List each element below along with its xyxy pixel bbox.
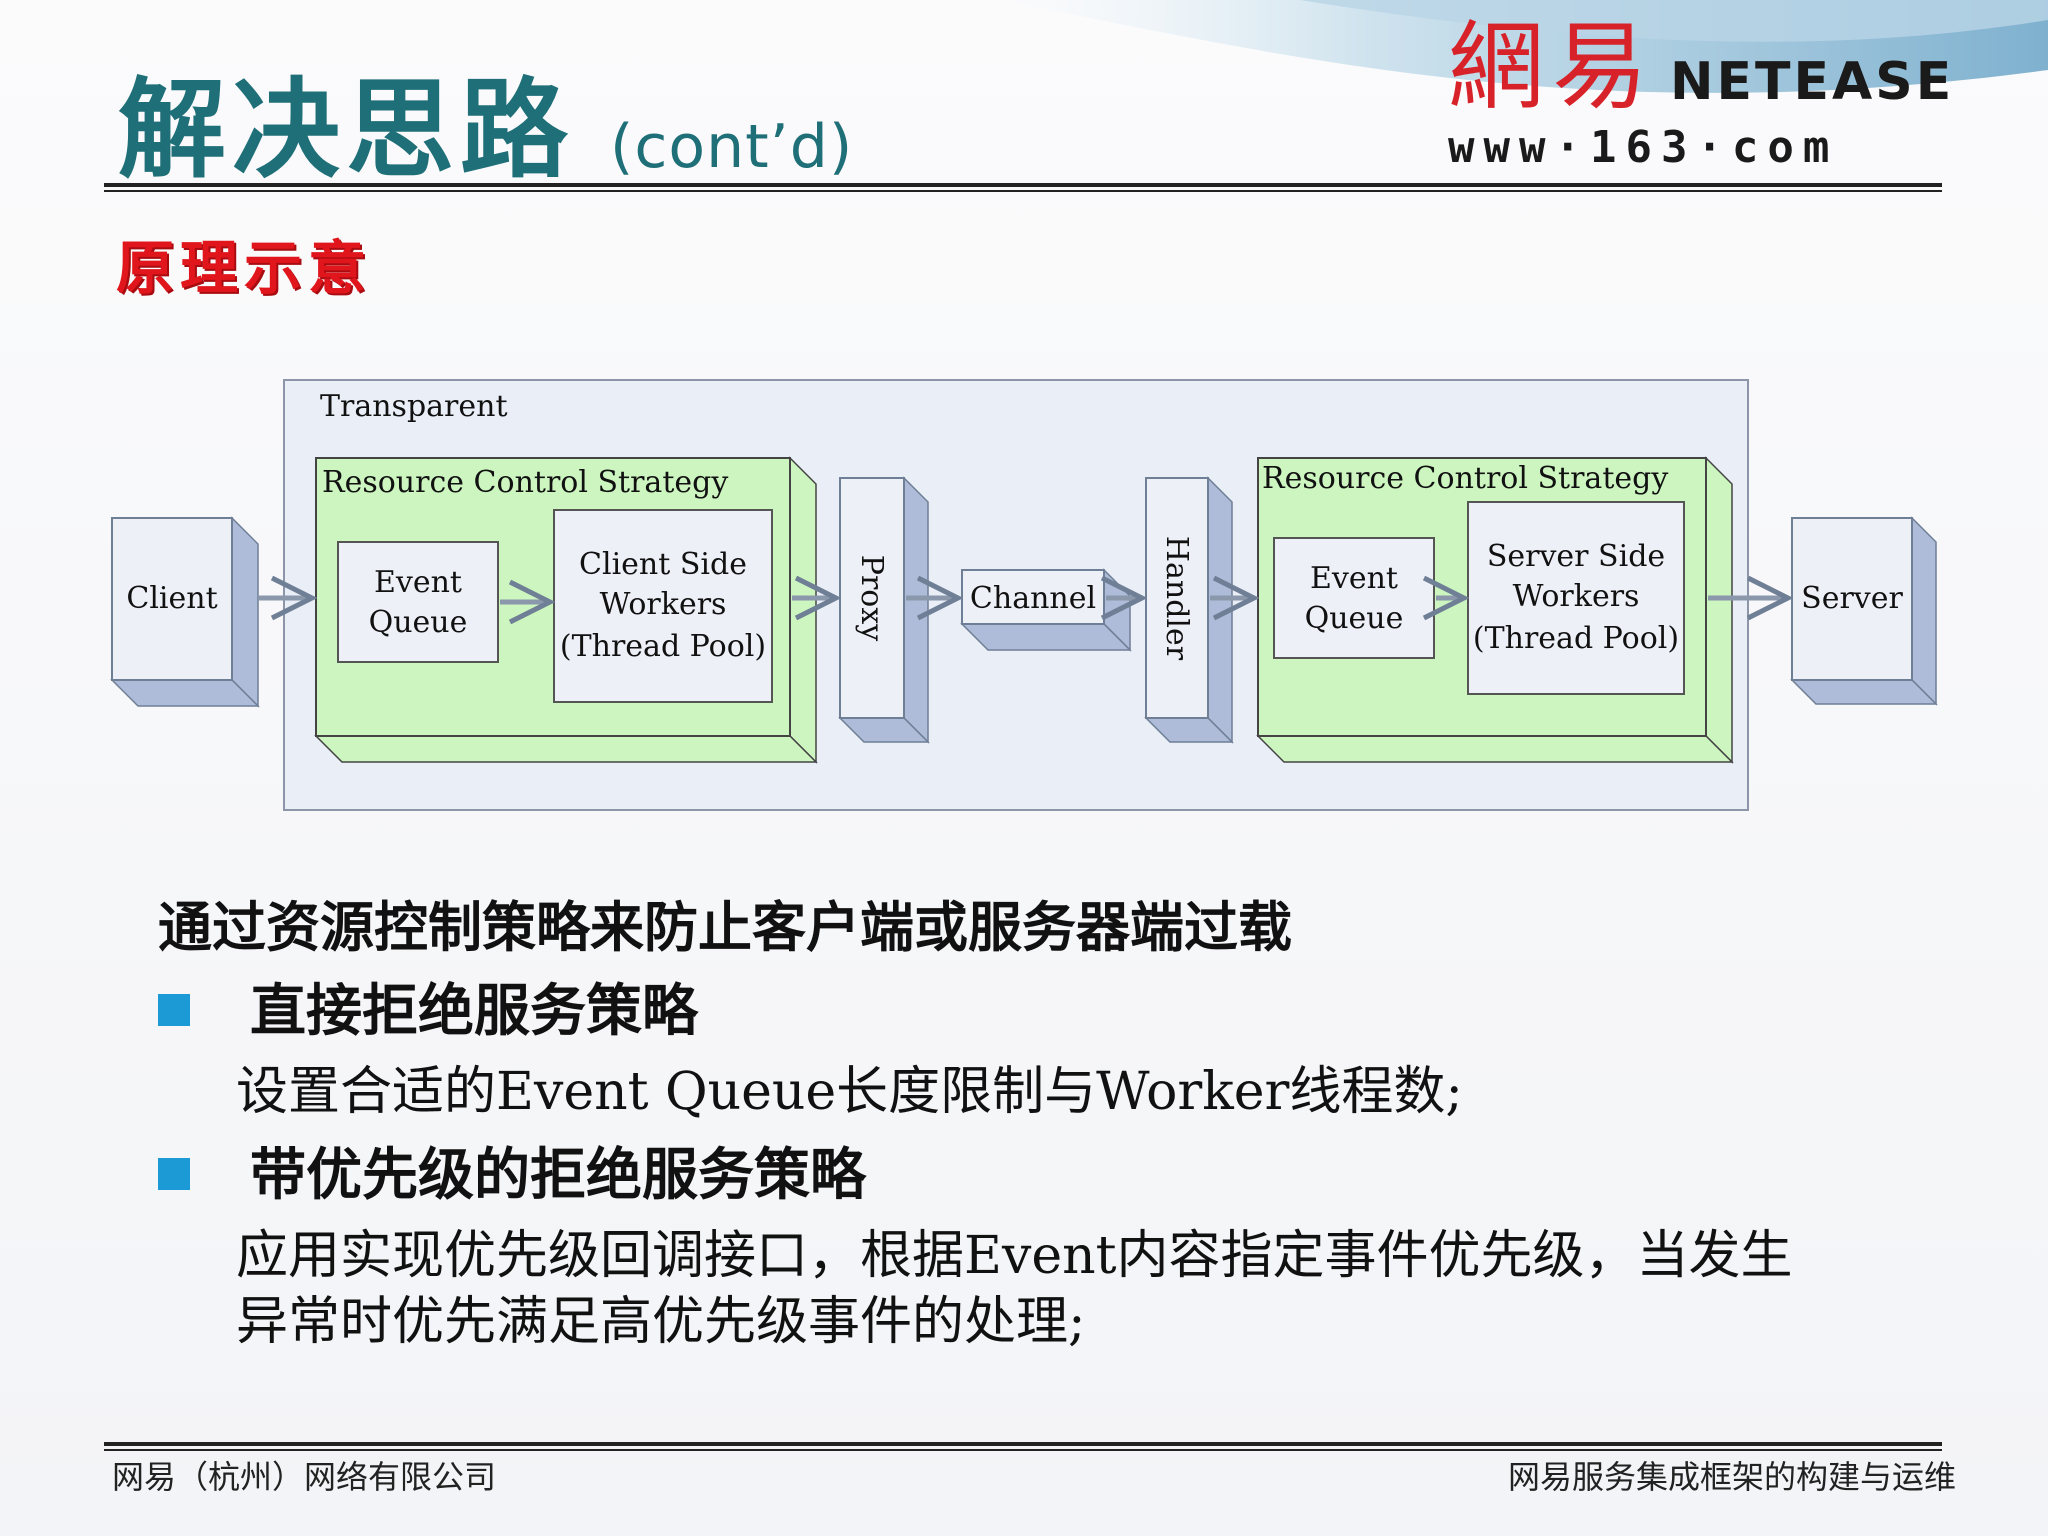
left-queue-line1: Event <box>374 565 462 600</box>
server-workers-line3: (Thread Pool) <box>1473 621 1679 656</box>
footer-topic: 网易服务集成框架的构建与运维 <box>1507 1458 1956 1496</box>
handler-box: Handler <box>1144 476 1234 744</box>
server-workers-line2: Workers <box>1513 579 1640 614</box>
bullet-2-detail-line1: 应用实现优先级回调接口，根据Event内容指定事件优先级，当发生 <box>236 1226 1793 1286</box>
server-label: Server <box>1801 581 1903 616</box>
bullet-square-icon <box>158 1158 190 1190</box>
header-swoosh-decoration <box>1000 0 2048 93</box>
body-lead: 通过资源控制策略来防止客户端或服务器端过载 <box>158 895 1292 959</box>
proxy-label: Proxy <box>854 555 889 642</box>
bullet-2-heading: 带优先级的拒绝服务策略 <box>250 1142 866 1208</box>
server-workers-line1: Server Side <box>1487 539 1665 574</box>
right-event-queue-box: Event Queue <box>1273 537 1435 659</box>
client-label: Client <box>126 581 217 616</box>
transparent-label: Transparent <box>320 389 508 424</box>
right-queue-line1: Event <box>1310 561 1398 596</box>
netease-logo-chinese: 網易 <box>1448 11 1656 123</box>
bullet-1: 直接拒绝服务策略 <box>158 976 698 1046</box>
footer-rule-thin <box>104 1449 1942 1451</box>
left-rcs-label: Resource Control Strategy <box>322 465 728 500</box>
footer-company: 网易（杭州）网络有限公司 <box>112 1458 497 1496</box>
channel-box: Channel <box>960 568 1132 652</box>
netease-logo-url: www·163·com <box>1448 122 1839 173</box>
server-box: Server <box>1790 516 1938 706</box>
client-box: Client <box>110 516 260 708</box>
left-event-queue-box: Event Queue <box>337 541 499 663</box>
title-suffix: (cont’d) <box>610 112 854 182</box>
slide-title: 解决思路(cont’d) <box>118 67 854 193</box>
server-workers-box: Server Side Workers (Thread Pool) <box>1467 501 1685 695</box>
section-label: 原理示意 <box>116 234 373 302</box>
bullet-1-heading: 直接拒绝服务策略 <box>250 978 698 1044</box>
client-workers-line1: Client Side <box>579 547 747 582</box>
bullet-2: 带优先级的拒绝服务策略 <box>158 1140 866 1210</box>
handler-label: Handler <box>1159 536 1194 661</box>
channel-label: Channel <box>970 581 1096 616</box>
client-workers-line2: Workers <box>600 587 727 622</box>
left-queue-line2: Queue <box>369 605 468 640</box>
right-rcs-label: Resource Control Strategy <box>1262 461 1668 496</box>
footer-rule <box>104 1442 1942 1446</box>
proxy-box: Proxy <box>838 476 930 744</box>
bullet-2-detail-line2: 异常时优先满足高优先级事件的处理; <box>236 1292 1086 1352</box>
bullet-square-icon <box>158 994 190 1026</box>
netease-logo-english: NETEASE <box>1670 52 1955 112</box>
bullet-1-detail: 设置合适的Event Queue长度限制与Worker线程数; <box>236 1062 1463 1122</box>
flow-arrows <box>258 598 1788 602</box>
header-rule-thin <box>104 190 1942 192</box>
right-queue-line2: Queue <box>1305 601 1404 636</box>
client-workers-line3: (Thread Pool) <box>560 629 766 664</box>
header-rule <box>104 183 1942 187</box>
client-workers-box: Client Side Workers (Thread Pool) <box>553 509 773 703</box>
